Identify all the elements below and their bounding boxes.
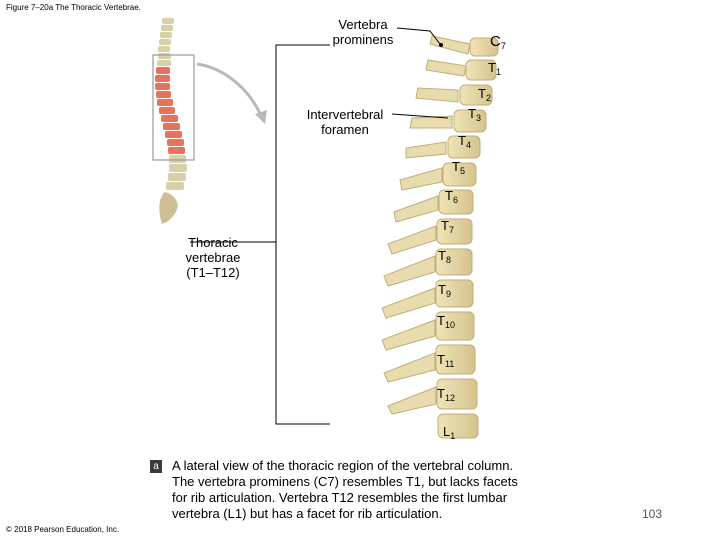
caption-line-3: for rib articulation. Vertebra T12 resem… (172, 490, 592, 506)
copyright: © 2018 Pearson Education, Inc. (6, 525, 119, 534)
vertebra-label-t8: T8 (438, 248, 451, 265)
vertebra-label-t12: T12 (437, 386, 455, 403)
vertebra-prominens-label: Vertebra prominens (322, 17, 404, 47)
caption-line-4: vertebra (L1) but has a facet for rib ar… (172, 506, 592, 522)
page-number: 103 (642, 507, 662, 521)
vertebra-label-t2: T2 (478, 86, 491, 103)
vertebra-label-t10: T10 (437, 313, 455, 330)
caption-line-2: The vertebra prominens (C7) resembles T1… (172, 474, 592, 490)
vertebra-label-t7: T7 (441, 218, 454, 235)
vertebra-label-c7: C7 (490, 33, 506, 51)
vertebra-label-t6: T6 (445, 188, 458, 205)
figure-caption: A lateral view of the thoracic region of… (172, 458, 592, 522)
vertebra-label-t4: T4 (458, 133, 471, 150)
intervertebral-foramen-label: Intervertebral foramen (296, 107, 394, 137)
thoracic-range: (T1–T12) (168, 265, 258, 280)
thoracic-line1: Thoracic (168, 235, 258, 250)
vertebra-prominens-line2: prominens (322, 32, 404, 47)
thoracic-vertebrae-label: Thoracic vertebrae (T1–T12) (168, 235, 258, 280)
thoracic-line2: vertebrae (168, 250, 258, 265)
vertebra-label-t9: T9 (438, 282, 451, 299)
panel-badge: a (150, 460, 162, 473)
vertebra-label-t5: T5 (452, 159, 465, 176)
intervertebral-line1: Intervertebral (296, 107, 394, 122)
vertebra-label-t11: T11 (437, 352, 454, 369)
caption-line-1: A lateral view of the thoracic region of… (172, 458, 592, 474)
vertebra-label-t3: T3 (468, 106, 481, 123)
vertebra-label-t1: T1 (488, 60, 501, 77)
intervertebral-line2: foramen (296, 122, 394, 137)
vertebra-label-l1: L1 (443, 424, 455, 441)
vertebra-prominens-line1: Vertebra (322, 17, 404, 32)
